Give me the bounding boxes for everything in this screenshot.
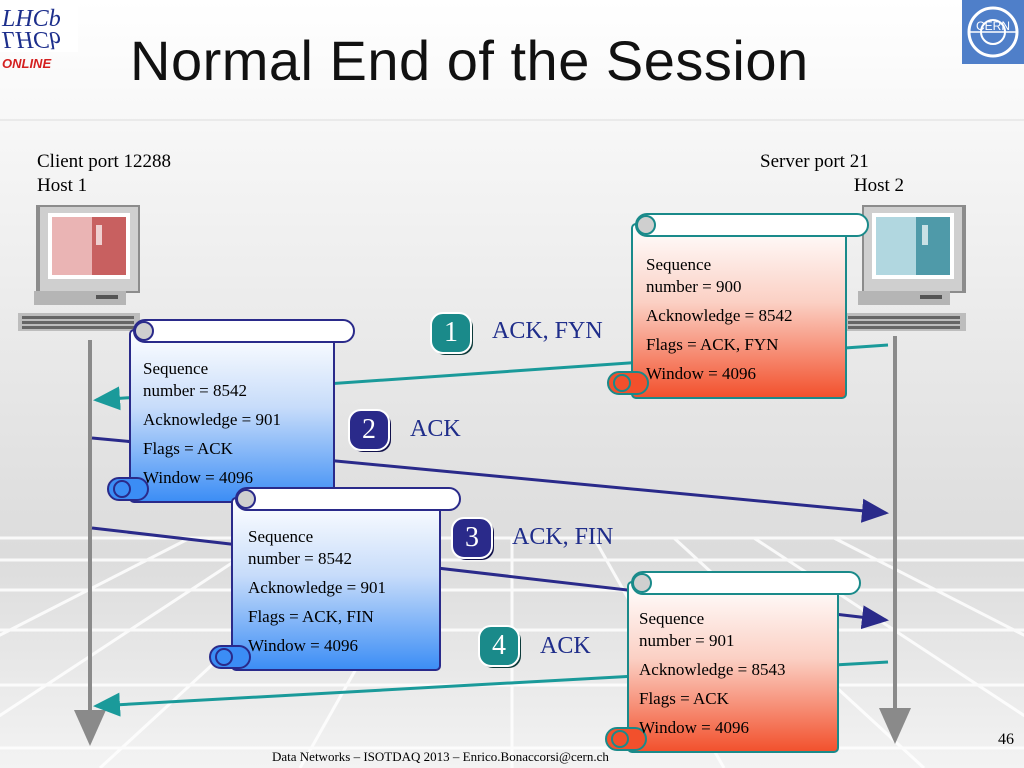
step-label-1: ACK, FYN xyxy=(492,318,603,344)
scroll-shape xyxy=(209,487,461,671)
seg1-flags: Flags = ACK, FYN xyxy=(646,335,779,354)
badge-shape xyxy=(430,312,473,355)
step-badge-1: 1 xyxy=(430,312,473,355)
client-host: Host 1 xyxy=(37,175,88,196)
scroll-shape xyxy=(607,213,869,399)
seg4-sequence-number: number = 901 xyxy=(639,631,735,650)
step-label-2: ACK xyxy=(410,416,461,442)
seg2-flags: Flags = ACK xyxy=(143,439,233,458)
seg3-sequence-label: Sequence xyxy=(248,527,314,546)
seg3-sequence-number: number = 8542 xyxy=(248,549,353,568)
seg4-window: Window = 4096 xyxy=(639,718,749,737)
seg3-window: Window = 4096 xyxy=(248,636,358,655)
lhcb-online-logo: LHCb LHCb ONLINE xyxy=(0,0,78,71)
step-badge-3: 3 xyxy=(451,517,494,560)
seg2-window: Window = 4096 xyxy=(143,468,253,487)
page-number: 46 xyxy=(998,731,1014,748)
seg3-acknowledge: Acknowledge = 901 xyxy=(248,578,387,597)
step-label-3: ACK, FIN xyxy=(512,524,614,550)
svg-text:ONLINE: ONLINE xyxy=(2,56,51,71)
segment-scroll-2: Sequence number = 8542 Acknowledge = 901… xyxy=(106,318,358,504)
seg4-sequence-label: Sequence xyxy=(639,609,705,628)
client-port: Client port 12288 xyxy=(37,151,172,172)
cern-logo: CERN xyxy=(962,0,1024,64)
svg-text:LHCb: LHCb xyxy=(1,6,61,32)
step-badge-4: 4 xyxy=(478,625,521,668)
seg1-sequence-label: Sequence xyxy=(646,255,712,274)
server-port: Server port 21 xyxy=(760,151,869,172)
segment-scroll-1: Sequence number = 900 Acknowledge = 8542… xyxy=(606,212,872,400)
seg2-acknowledge: Acknowledge = 901 xyxy=(143,410,282,429)
footer-credit: Data Networks – ISOTDAQ 2013 – Enrico.Bo… xyxy=(272,749,609,764)
step-number-3: 3 xyxy=(465,522,479,553)
step-number-4: 4 xyxy=(492,630,506,661)
seg1-sequence-number: number = 900 xyxy=(646,277,742,296)
badge-shape xyxy=(451,517,494,560)
badge-shape xyxy=(478,625,521,668)
step-number-1: 1 xyxy=(444,317,458,348)
seg1-acknowledge: Acknowledge = 8542 xyxy=(646,306,793,325)
svg-text:LHCb: LHCb xyxy=(1,26,61,52)
client-label: Client port 12288 Host 1 xyxy=(37,150,171,198)
seg1-window: Window = 4096 xyxy=(646,364,756,383)
scroll-shape xyxy=(605,571,861,753)
step-label-4: ACK xyxy=(540,633,591,659)
seg2-sequence-number: number = 8542 xyxy=(143,381,248,400)
client-computer-icon xyxy=(18,205,140,331)
seg3-flags: Flags = ACK, FIN xyxy=(248,607,374,626)
scroll-shape xyxy=(107,319,355,503)
badge-shape xyxy=(348,409,391,452)
segment-scroll-4: Sequence number = 901 Acknowledge = 8543… xyxy=(604,570,866,754)
slide-title: Normal End of the Session xyxy=(130,29,809,92)
seg2-sequence-label: Sequence xyxy=(143,359,209,378)
server-host: Host 2 xyxy=(853,175,904,196)
step-number-2: 2 xyxy=(362,414,376,445)
server-computer-icon xyxy=(844,205,966,331)
segment-scroll-3: Sequence number = 8542 Acknowledge = 901… xyxy=(208,486,464,672)
seg4-acknowledge: Acknowledge = 8543 xyxy=(639,660,786,679)
svg-text:CERN: CERN xyxy=(976,19,1010,33)
seg4-flags: Flags = ACK xyxy=(639,689,729,708)
server-label: Server port 21 Host 2 xyxy=(760,150,904,198)
step-badge-2: 2 xyxy=(348,409,391,452)
